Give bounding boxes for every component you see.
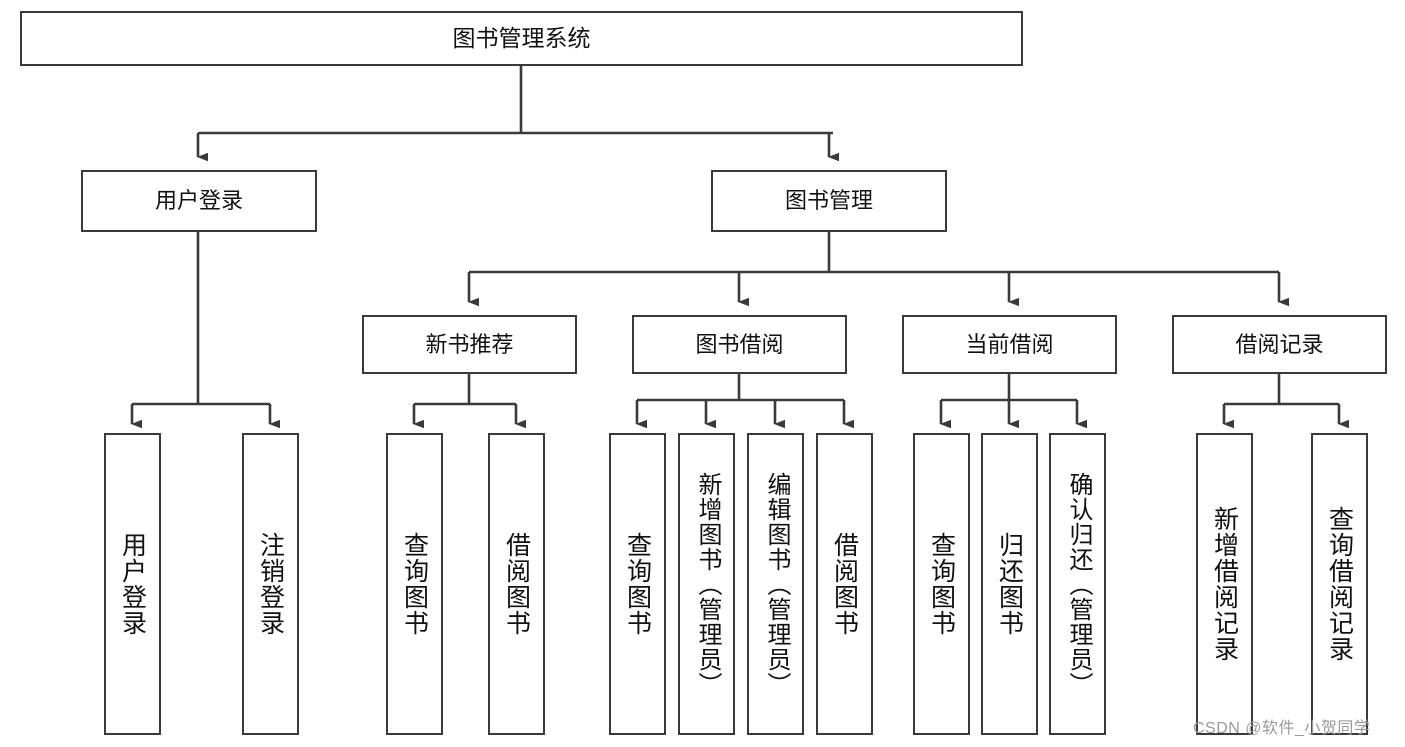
node-borrow-record[interactable]: 借阅记录 [1172, 315, 1387, 374]
node-label: 查询图书 [927, 532, 956, 636]
node-label: 查询借阅记录 [1325, 506, 1354, 662]
node-label: 新书推荐 [425, 331, 514, 357]
node-label: 用户登录 [154, 188, 243, 214]
node-label: 借阅记录 [1235, 331, 1324, 357]
node-label: 新增借阅记录 [1210, 506, 1239, 662]
leaf-current-query-book[interactable]: 查询图书 [913, 433, 970, 735]
node-label: 新增图书（管理员） [693, 471, 721, 697]
node-label: 当前借阅 [965, 331, 1054, 357]
node-label: 借阅图书 [502, 532, 531, 636]
leaf-borrow-borrow-book[interactable]: 借阅图书 [816, 433, 873, 735]
leaf-record-add[interactable]: 新增借阅记录 [1196, 433, 1253, 735]
node-label: 图书管理系统 [452, 24, 591, 51]
node-label: 图书借阅 [695, 331, 784, 357]
leaf-user-login-logout[interactable]: 注销登录 [242, 433, 299, 735]
leaf-new-book-query[interactable]: 查询图书 [386, 433, 443, 735]
node-root-system[interactable]: 图书管理系统 [20, 11, 1023, 66]
leaf-current-confirm-return-admin[interactable]: 确认归还（管理员） [1049, 433, 1106, 735]
node-label: 借阅图书 [830, 532, 859, 636]
node-label: 注销登录 [256, 532, 285, 636]
leaf-user-login-login[interactable]: 用户登录 [104, 433, 161, 735]
node-book-management[interactable]: 图书管理 [711, 170, 947, 232]
leaf-current-return-book[interactable]: 归还图书 [981, 433, 1038, 735]
node-label: 查询图书 [623, 532, 652, 636]
node-label: 图书管理 [784, 188, 873, 214]
leaf-borrow-query-book[interactable]: 查询图书 [609, 433, 666, 735]
node-label: 编辑图书（管理员） [762, 471, 790, 697]
node-user-login[interactable]: 用户登录 [81, 170, 317, 232]
node-label: 确认归还（管理员） [1064, 471, 1092, 697]
leaf-borrow-edit-book-admin[interactable]: 编辑图书（管理员） [747, 433, 804, 735]
node-label: 查询图书 [400, 532, 429, 636]
node-current-borrow[interactable]: 当前借阅 [902, 315, 1117, 374]
node-book-borrow[interactable]: 图书借阅 [632, 315, 847, 374]
leaf-record-query[interactable]: 查询借阅记录 [1311, 433, 1368, 735]
node-new-book-recommend[interactable]: 新书推荐 [362, 315, 577, 374]
leaf-borrow-add-book-admin[interactable]: 新增图书（管理员） [678, 433, 735, 735]
node-label: 用户登录 [118, 532, 147, 636]
leaf-new-book-borrow[interactable]: 借阅图书 [488, 433, 545, 735]
node-label: 归还图书 [995, 532, 1024, 636]
